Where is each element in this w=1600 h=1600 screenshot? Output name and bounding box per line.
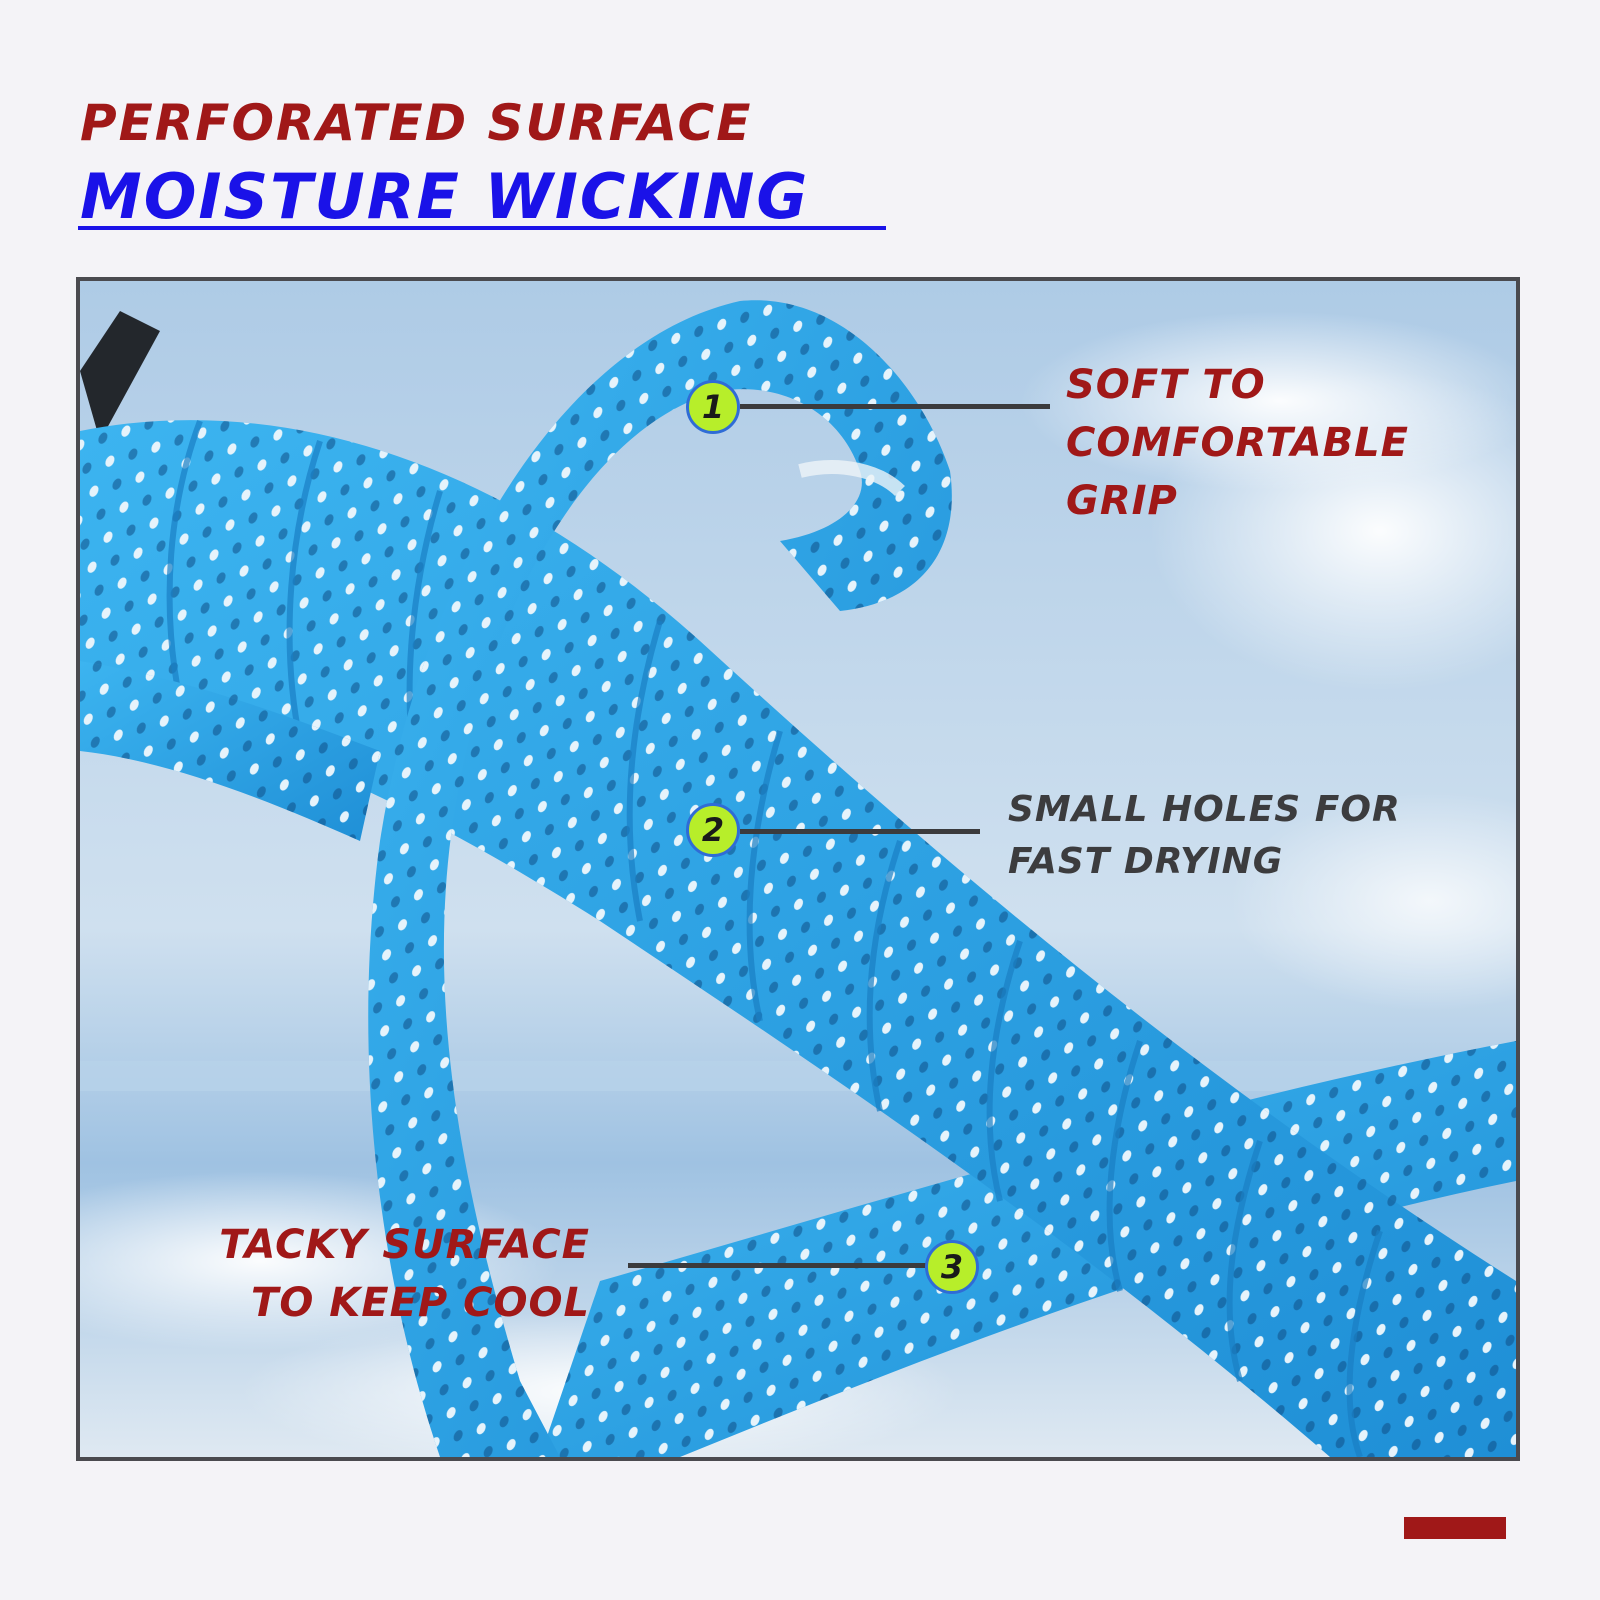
callout-1-number-badge: 1 [686,380,740,434]
callout-2-leader-line [740,829,980,834]
callout-1-leader-line [740,404,1050,409]
headline-underline [78,226,886,230]
callout-small-holes: SMALL HOLES FOR FAST DRYING [1008,784,1401,888]
headline-perforated-surface: PERFORATED SURFACE [80,94,753,152]
callout-tacky-surface: TACKY SURFACE TO KEEP COOL [100,1216,590,1332]
callout-2-number-badge: 2 [686,803,740,857]
callout-3-line-2: TO KEEP COOL [251,1280,590,1326]
callout-1-line-1: SOFT TO [1066,362,1266,408]
grip-tape-illustration [80,281,1516,1457]
product-photo [76,277,1520,1461]
decorative-corner-bar [1404,1517,1506,1539]
callout-1-line-2: COMFORTABLE [1066,420,1409,466]
callout-3-leader-line [628,1263,928,1268]
callout-1-line-3: GRIP [1066,478,1178,524]
callout-2-line-1: SMALL HOLES FOR [1008,789,1401,830]
headline-moisture-wicking: MOISTURE WICKING [80,160,810,233]
callout-3-line-1: TACKY SURFACE [219,1222,590,1268]
callout-soft-grip: SOFT TO COMFORTABLE GRIP [1066,356,1409,530]
callout-2-line-2: FAST DRYING [1008,841,1284,883]
callout-3-number-badge: 3 [925,1240,979,1294]
